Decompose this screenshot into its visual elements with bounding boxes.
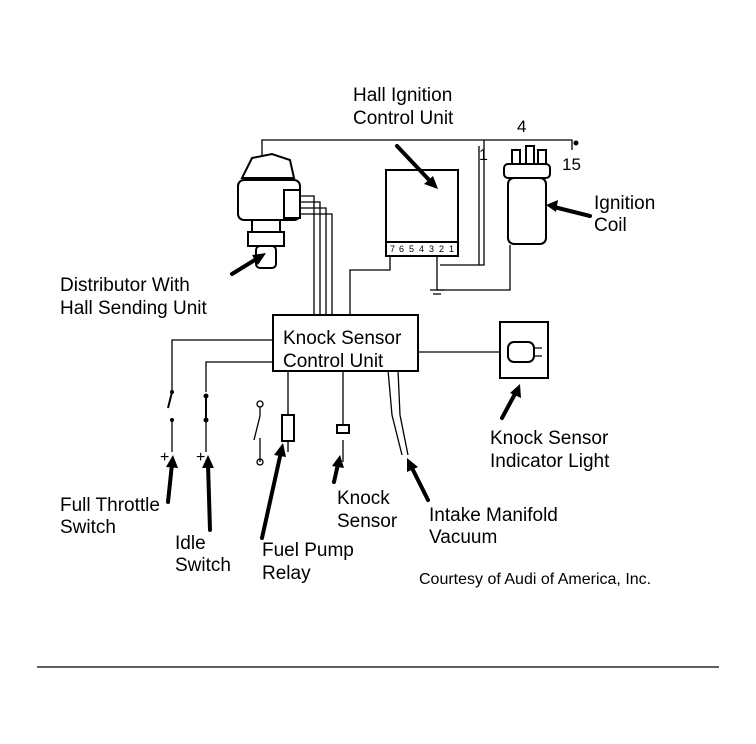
hall-label-2: Control Unit — [353, 108, 454, 129]
pin-7: 7 — [390, 244, 395, 254]
terminal-15-label: 15 — [562, 155, 581, 174]
distributor-arrow — [230, 256, 260, 276]
vacuum-arrow — [409, 464, 430, 502]
terminal-4-label: 4 — [517, 117, 526, 136]
dist-wire-4 — [300, 213, 333, 315]
terminal-1-wire — [440, 140, 485, 266]
distributor-connector — [283, 189, 301, 219]
distributor — [237, 152, 301, 269]
dist-wire-2 — [300, 201, 321, 315]
pin-4: 4 — [419, 244, 424, 254]
idle-wire — [205, 361, 273, 392]
idle-plus: + — [196, 449, 205, 466]
knock-control-label-1: Knock Sensor — [283, 328, 402, 349]
ground-symbol — [430, 289, 444, 295]
intake-label-2: Vacuum — [429, 527, 497, 548]
courtesy-text: Courtesy of Audi of America, Inc. — [419, 571, 651, 588]
knock-control-box — [272, 314, 419, 372]
full-throttle-switch — [167, 391, 173, 409]
knock-sensor-arrow — [332, 462, 340, 484]
full-throttle-wire — [171, 339, 273, 390]
relay-arrow — [260, 450, 283, 540]
distributor-label-1: Distributor With — [60, 275, 190, 296]
throttle-arrow — [166, 462, 174, 504]
hall-label-1: Hall Ignition — [353, 85, 452, 106]
vacuum-hose-2 — [397, 369, 409, 456]
labels: Hall Ignition Control Unit 4 1 15 Igniti… — [60, 85, 655, 588]
knock-sensor-label-2: Sensor — [337, 511, 398, 532]
coil-body — [507, 177, 547, 245]
pin-5: 5 — [409, 244, 414, 254]
knock-sensor-indicator-light — [499, 321, 549, 379]
pin-2: 2 — [439, 244, 444, 254]
callout-arrows — [166, 144, 592, 540]
hall-unit-box — [385, 169, 459, 243]
knock-control-label-2: Control Unit — [283, 351, 384, 372]
relay-label-2: Relay — [262, 563, 311, 584]
idle-label-2: Switch — [175, 555, 231, 576]
knock-sensor-symbol — [336, 424, 350, 434]
pin-3: 3 — [429, 244, 434, 254]
hall-to-knock-wire — [349, 255, 391, 315]
indicator-label-1: Knock Sensor — [490, 428, 609, 449]
terminal-1-label: 1 — [479, 147, 488, 164]
indicator-label-2: Indicator Light — [490, 451, 610, 472]
hall-unit-connector — [385, 241, 459, 257]
throttle-label-1: Full Throttle — [60, 495, 160, 516]
relay-label-1: Fuel Pump — [262, 540, 354, 561]
wiring — [167, 139, 579, 466]
coil-ground-wire — [437, 245, 511, 291]
dist-wire-1 — [300, 195, 315, 315]
throttle-plus: + — [160, 449, 169, 466]
coil-arrow — [552, 205, 592, 218]
throttle-label-2: Switch — [60, 517, 116, 538]
terminal-dot — [573, 140, 579, 146]
intake-label-1: Intake Manifold — [429, 505, 558, 526]
coil-label-2: Coil — [594, 215, 627, 236]
indicator-arrow — [500, 390, 518, 420]
distributor-label-2: Hall Sending Unit — [60, 298, 208, 319]
knock-sensor-label-1: Knock — [337, 488, 390, 509]
relay-contact — [253, 407, 261, 462]
dist-wire-3 — [300, 207, 327, 315]
pin-1: 1 — [449, 244, 454, 254]
relay-coil — [281, 414, 295, 442]
coil-top — [503, 163, 551, 179]
distributor-cap — [240, 152, 296, 179]
idle-label-1: Idle — [175, 533, 206, 554]
knock-sensor-control-unit: Knock Sensor Control Unit — [272, 314, 419, 372]
pin-6: 6 — [399, 244, 404, 254]
ignition-coil — [503, 145, 551, 245]
coil-label-1: Ignition — [594, 193, 655, 214]
vacuum-hose-1 — [387, 369, 403, 456]
idle-arrow — [206, 462, 212, 532]
hall-arrow — [395, 144, 434, 185]
hall-ignition-control-unit: 7 6 5 4 3 2 1 — [385, 169, 459, 257]
engine-warning-icon — [507, 341, 535, 363]
